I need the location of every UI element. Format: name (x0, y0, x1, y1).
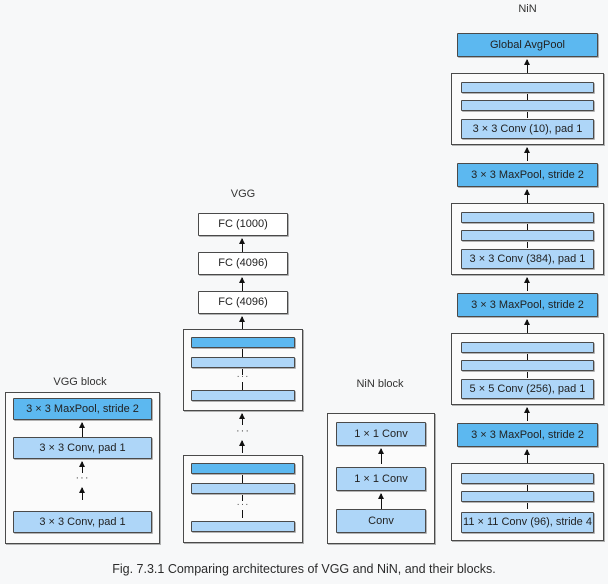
arrow-vgg-between-2 (239, 440, 245, 453)
arrow-vgg-lower-1 (242, 475, 243, 483)
arrow-nin-block-2 (378, 493, 384, 509)
nin-maxpool-1[interactable]: 3 × 3 MaxPool, stride 2 (457, 163, 598, 187)
arrow-nin-3 (524, 189, 530, 203)
nin-group-conv384-bar-2[interactable] (461, 230, 594, 241)
vgg-block-maxpool[interactable]: 3 × 3 MaxPool, stride 2 (13, 398, 152, 420)
nin-group-conv384-bar-1[interactable] (461, 212, 594, 223)
vgg-lower-bar-1[interactable] (191, 463, 295, 474)
arrow-vgg-upper-3 (242, 382, 243, 390)
arrow-nin-7 (524, 449, 530, 463)
arrow-nin-group-conv256-2 (527, 372, 528, 378)
nin-group-conv10-bar-1[interactable] (461, 82, 594, 93)
vgg-block-ellipsis: ··· (75, 472, 90, 484)
arrow-nin-group-conv10-2 (527, 112, 528, 118)
nin-group-conv256-bar-1[interactable] (461, 342, 594, 353)
nin-group-conv10-bar-2[interactable] (461, 100, 594, 111)
arrow-nin-group-conv384-1 (527, 224, 528, 230)
vgg-block-conv-bottom[interactable]: 3 × 3 Conv, pad 1 (13, 511, 152, 533)
arrow-vgg-upper-2 (242, 369, 243, 375)
vgg-block-conv-top[interactable]: 3 × 3 Conv, pad 1 (13, 437, 152, 459)
vgg-between-blocks-ellipsis: ··· (236, 425, 250, 437)
vgg-lower-ellipsis: ··· (236, 499, 250, 510)
nin-block-title: NiN block (356, 378, 404, 390)
arrow-nin-group-conv384-2 (527, 242, 528, 248)
nin-group-conv256-label[interactable]: 5 × 5 Conv (256), pad 1 (461, 379, 594, 399)
arrow-nin-group-conv96-1 (527, 485, 528, 491)
arrow-vgg-lower-3 (242, 510, 243, 518)
arrow-nin-5 (524, 319, 530, 333)
nin-global-avgpool[interactable]: Global AvgPool (457, 33, 598, 57)
arrow-vgg-3 (239, 316, 245, 329)
arrow-vgg-block-3 (79, 487, 85, 500)
nin-group-conv96-label[interactable]: 11 × 11 Conv (96), stride 4 (461, 512, 594, 533)
arrow-nin-2 (524, 147, 530, 161)
figure-caption: Fig. 7.3.1 Comparing architectures of VG… (112, 562, 496, 576)
vgg-upper-bar-2[interactable] (191, 357, 295, 368)
vgg-block-title: VGG block (53, 376, 107, 388)
arrow-vgg-block-2 (79, 461, 85, 473)
arrow-vgg-2 (239, 277, 245, 291)
arrow-nin-group-conv10-1 (527, 94, 528, 100)
arrow-vgg-upper-1 (242, 349, 243, 357)
nin-title: NiN (518, 3, 537, 15)
vgg-fc-1000[interactable]: FC (1000) (198, 213, 288, 236)
vgg-upper-ellipsis: ··· (236, 371, 250, 382)
vgg-lower-bar-2[interactable] (191, 483, 295, 494)
arrow-vgg-block-1 (79, 422, 85, 437)
vgg-lower-bar-3[interactable] (191, 521, 295, 532)
nin-maxpool-3[interactable]: 3 × 3 MaxPool, stride 2 (457, 423, 598, 447)
nin-block-conv[interactable]: Conv (336, 509, 426, 533)
arrow-nin-4 (524, 277, 530, 291)
vgg-title: VGG (230, 188, 256, 200)
nin-block-conv1x1-top[interactable]: 1 × 1 Conv (336, 422, 426, 446)
nin-group-conv10-label[interactable]: 3 × 3 Conv (10), pad 1 (461, 119, 594, 139)
arrow-nin-1 (524, 59, 530, 73)
arrow-nin-group-conv256-1 (527, 354, 528, 360)
arrow-nin-6 (524, 407, 530, 421)
vgg-upper-bar-1[interactable] (191, 337, 295, 348)
nin-group-conv96-bar-1[interactable] (461, 473, 594, 484)
arrow-vgg-between-1 (239, 413, 245, 425)
arrow-nin-group-conv96-2 (527, 503, 528, 509)
nin-group-conv96-bar-2[interactable] (461, 491, 594, 502)
vgg-fc-4096-top[interactable]: FC (4096) (198, 252, 288, 275)
nin-block-conv1x1-mid[interactable]: 1 × 1 Conv (336, 467, 426, 491)
arrow-vgg-lower-2 (242, 495, 243, 501)
vgg-upper-bar-3[interactable] (191, 390, 295, 401)
nin-maxpool-2[interactable]: 3 × 3 MaxPool, stride 2 (457, 293, 598, 317)
nin-group-conv384-label[interactable]: 3 × 3 Conv (384), pad 1 (461, 249, 594, 269)
nin-group-conv256-bar-2[interactable] (461, 360, 594, 371)
vgg-fc-4096-bottom[interactable]: FC (4096) (198, 291, 288, 314)
arrow-nin-block-1 (378, 448, 384, 464)
arrow-vgg-1 (239, 238, 245, 252)
